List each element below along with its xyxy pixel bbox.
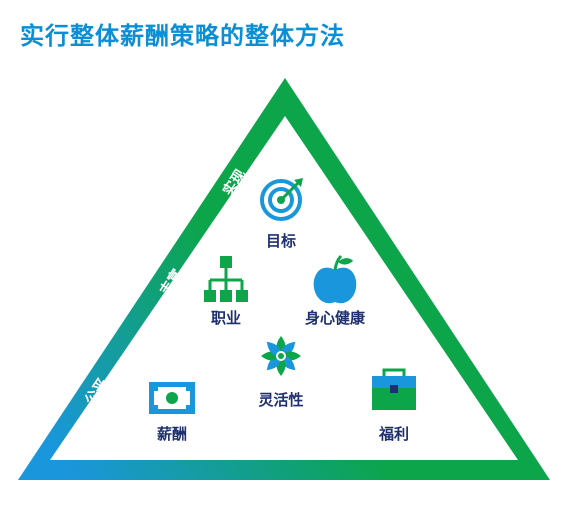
- item-label-flexibility: 灵活性: [258, 391, 303, 409]
- flower-icon: [261, 336, 301, 376]
- item-label-wellbeing: 身心健康: [305, 309, 366, 327]
- item-label-career: 职业: [211, 309, 241, 327]
- apple-icon: [313, 254, 357, 304]
- org-chart-icon: [204, 256, 248, 302]
- banknote-icon: [149, 382, 195, 414]
- briefcase-icon: [372, 368, 416, 410]
- item-label-pay: 薪酬: [157, 425, 187, 443]
- item-label-goal: 目标: [266, 232, 296, 250]
- item-label-benefits: 福利: [378, 425, 409, 443]
- page-title: 实行整体薪酬策略的整体方法: [20, 22, 345, 50]
- target-icon: [260, 178, 303, 221]
- triangle-frame: [18, 78, 550, 480]
